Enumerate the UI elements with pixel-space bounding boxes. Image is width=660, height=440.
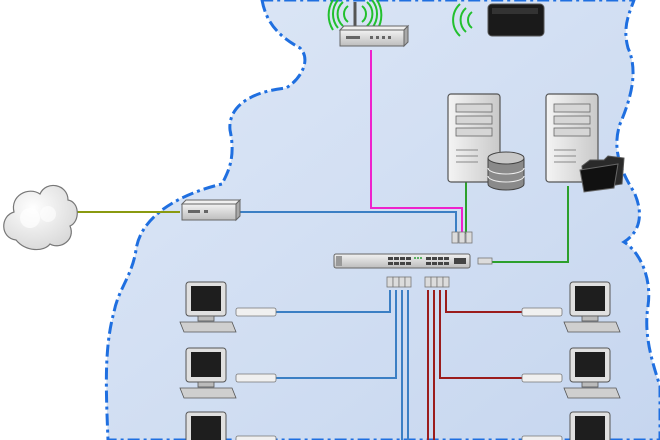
folder-icon [579, 155, 625, 193]
cable-left-2 [276, 290, 397, 379]
cable-left-1 [276, 290, 391, 313]
lan-zone [104, 0, 660, 440]
network-adapter [235, 307, 277, 317]
network-adapter [521, 435, 563, 440]
computer-icon[interactable] [179, 347, 237, 399]
cable-backbone [238, 211, 457, 234]
switch-top-plugs [451, 231, 493, 265]
server-folder-icon[interactable] [545, 93, 625, 193]
switch-icon[interactable] [333, 253, 471, 269]
network-adapter [521, 307, 563, 317]
cloud-icon[interactable] [3, 184, 78, 251]
database-icon [487, 151, 525, 191]
network-adapter [521, 373, 563, 383]
computer-icon[interactable] [563, 281, 621, 333]
server-database-icon[interactable] [447, 93, 525, 191]
computer-icon[interactable] [179, 281, 237, 333]
computer-icon[interactable] [563, 347, 621, 399]
switch-plugs [386, 276, 450, 288]
network-adapter [235, 373, 277, 383]
network-adapter [235, 435, 277, 440]
cable-right-2 [439, 290, 522, 379]
modem-icon[interactable] [180, 198, 242, 222]
wireless-device-icon[interactable] [452, 3, 545, 37]
cable-right-1 [445, 290, 522, 313]
computer-icon[interactable] [569, 411, 611, 440]
cable-wifi-uplink [370, 50, 463, 234]
wireless-router-icon[interactable] [327, 0, 410, 48]
computer-icon[interactable] [185, 411, 227, 440]
cables [74, 50, 569, 440]
cable-file-server [492, 186, 569, 263]
